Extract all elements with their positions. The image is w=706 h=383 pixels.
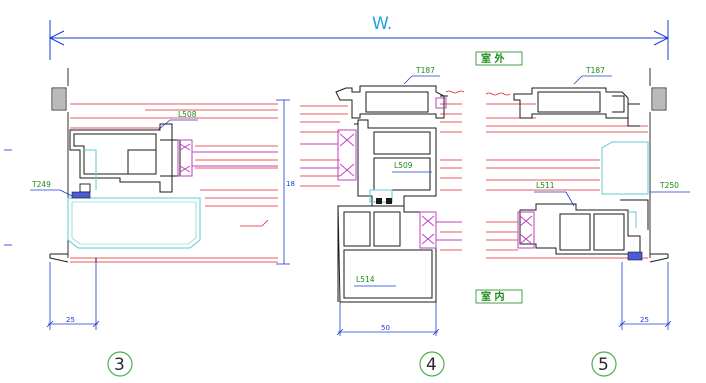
- height-mark: 18: [286, 180, 295, 188]
- outside-tag: [475, 51, 523, 66]
- section-5: T187 L511 T250: [485, 66, 690, 330]
- svg-text:4: 4: [426, 355, 437, 375]
- outside-label: 室 外: [481, 52, 504, 65]
- glass-block-left: [67, 197, 201, 249]
- label-t250: T250: [659, 181, 679, 190]
- dimension-right: 25: [640, 316, 649, 324]
- dimension-left: 25: [66, 316, 75, 324]
- overall-width-label: W.: [372, 14, 392, 34]
- overall-width-dimension: [48, 20, 670, 60]
- inside-tag: [475, 289, 523, 304]
- svg-text:5: 5: [598, 355, 609, 375]
- dimension-center: 50: [381, 324, 390, 332]
- section-3: L508 T249 25 18: [4, 68, 295, 330]
- section-4: T187 L509: [300, 66, 465, 336]
- glass-block-right: [601, 141, 649, 195]
- label-t187-left: T187: [415, 66, 435, 75]
- section-number-4: 4: [419, 351, 445, 377]
- svg-text:3: 3: [114, 355, 125, 375]
- label-l508: L508: [178, 110, 197, 119]
- label-t249: T249: [31, 180, 51, 189]
- section-number-3: 3: [107, 351, 133, 377]
- label-t187-right: T187: [585, 66, 605, 75]
- label-l511: L511: [536, 181, 555, 190]
- label-l514: L514: [356, 275, 375, 284]
- label-l509: L509: [394, 161, 413, 170]
- inside-label: 室 内: [481, 290, 504, 303]
- section-number-5: 5: [591, 351, 617, 377]
